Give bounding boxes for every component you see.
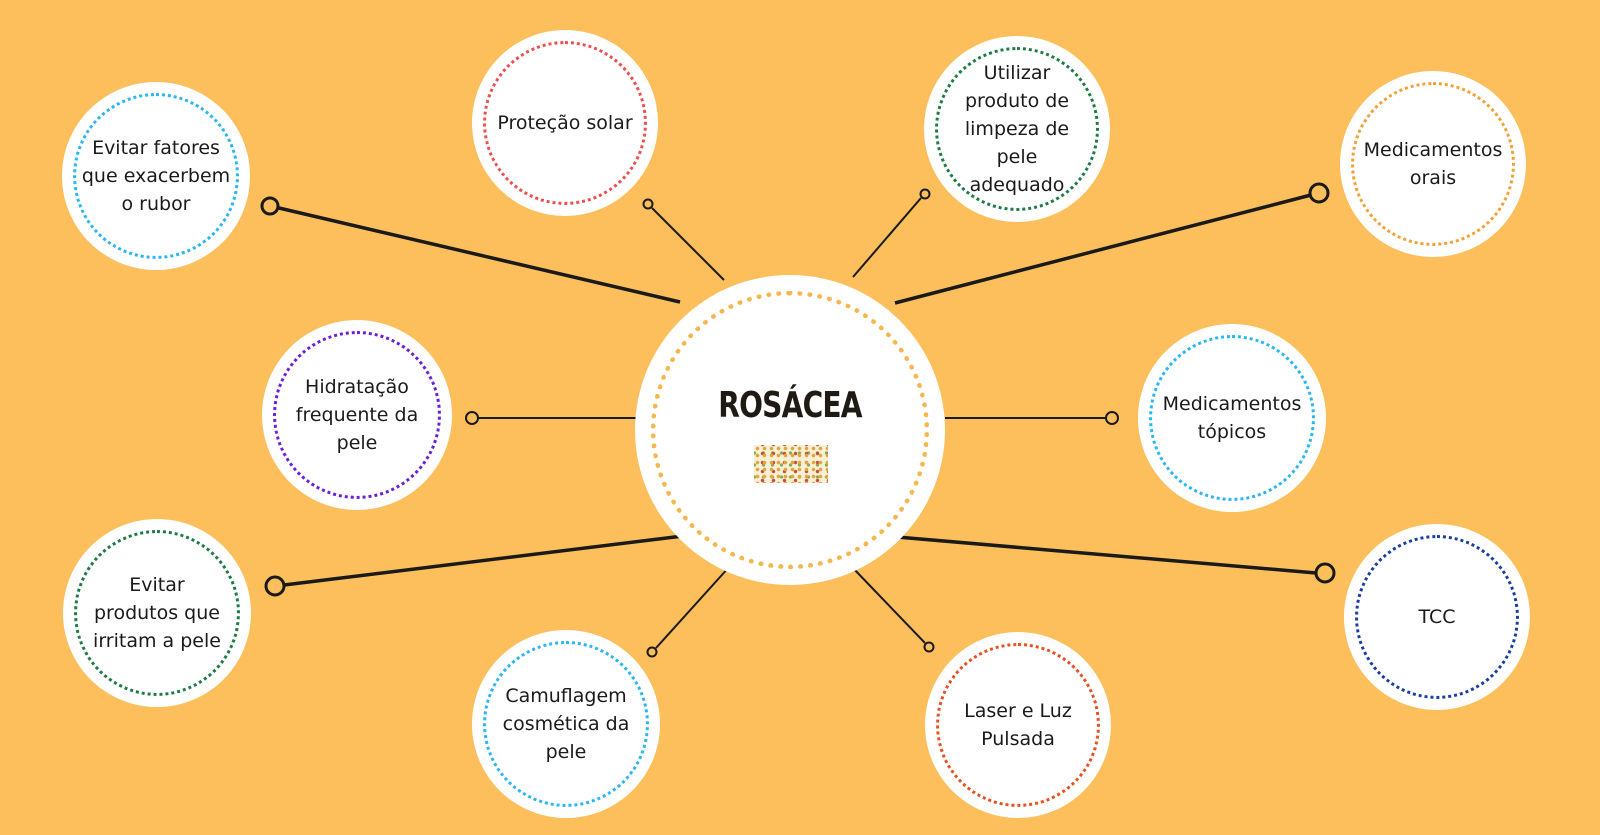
connector-limpeza xyxy=(852,197,922,278)
connector-end-evitar-fatores xyxy=(260,196,280,216)
connector-camuflagem xyxy=(655,565,731,649)
connector-end-medicamentos-topicos xyxy=(1105,411,1119,425)
node-label: Evitar produtos que irritam a pele xyxy=(93,574,221,652)
connector-end-tcc xyxy=(1314,562,1336,584)
connector-evitar-produtos xyxy=(283,534,684,587)
node-ring xyxy=(273,331,441,499)
node-label: Evitar fatores que exacerbem o rubor xyxy=(81,137,231,215)
node-label: Hidratação frequente da pele xyxy=(295,376,419,454)
connector-end-evitar-produtos xyxy=(264,575,286,597)
connector-end-protecao-solar xyxy=(642,198,654,210)
central-topic[interactable]: ROSÁCEA xyxy=(635,275,945,585)
node-ring xyxy=(73,93,239,259)
node-label: Camuflagem cosmética da pele xyxy=(502,685,630,763)
node-ring xyxy=(1355,535,1519,699)
connector-end-hidratacao xyxy=(465,411,479,425)
node-ring xyxy=(483,41,647,205)
connector-protecao-solar xyxy=(651,207,725,281)
node-camuflagem[interactable]: Camuflagem cosmética da pele xyxy=(472,630,660,818)
central-topic-title: ROSÁCEA xyxy=(718,385,862,426)
node-ring xyxy=(1351,82,1515,246)
node-protecao-solar[interactable]: Proteção solar xyxy=(472,30,658,216)
connector-laser xyxy=(851,566,926,644)
node-limpeza[interactable]: Utilizar produto de limpeza de pele adeq… xyxy=(924,36,1110,222)
node-evitar-fatores[interactable]: Evitar fatores que exacerbem o rubor xyxy=(62,82,250,270)
node-medicamentos-topicos[interactable]: Medicamentos tópicos xyxy=(1138,324,1326,512)
connector-evitar-fatores xyxy=(278,206,681,304)
node-ring xyxy=(74,530,240,696)
node-laser[interactable]: Laser e Luz Pulsada xyxy=(925,632,1111,818)
node-label: Proteção solar xyxy=(497,112,633,134)
node-ring xyxy=(1149,335,1315,501)
node-label: Utilizar produto de limpeza de pele adeq… xyxy=(964,62,1070,196)
node-ring xyxy=(935,47,1099,211)
node-label: Medicamentos orais xyxy=(1363,139,1503,189)
connector-end-camuflagem xyxy=(646,646,658,658)
connector-end-laser xyxy=(923,641,935,653)
node-label: TCC xyxy=(1418,606,1456,628)
node-ring xyxy=(936,643,1100,807)
node-hidratacao[interactable]: Hidratação frequente da pele xyxy=(262,320,452,510)
node-label: Laser e Luz Pulsada xyxy=(964,700,1072,750)
node-tcc[interactable]: TCC xyxy=(1344,524,1530,710)
connector-end-medicamentos-orais xyxy=(1308,182,1330,204)
node-medicamentos-orais[interactable]: Medicamentos orais xyxy=(1340,71,1526,257)
rosacea-photo-thumbnail xyxy=(754,445,828,483)
node-label: Medicamentos tópicos xyxy=(1162,393,1302,443)
node-evitar-produtos[interactable]: Evitar produtos que irritam a pele xyxy=(63,519,251,707)
connector-medicamentos-orais xyxy=(894,193,1312,305)
node-ring xyxy=(483,641,649,807)
connector-end-limpeza xyxy=(919,188,931,200)
connector-tcc xyxy=(896,535,1317,575)
central-topic-ring xyxy=(651,291,929,569)
